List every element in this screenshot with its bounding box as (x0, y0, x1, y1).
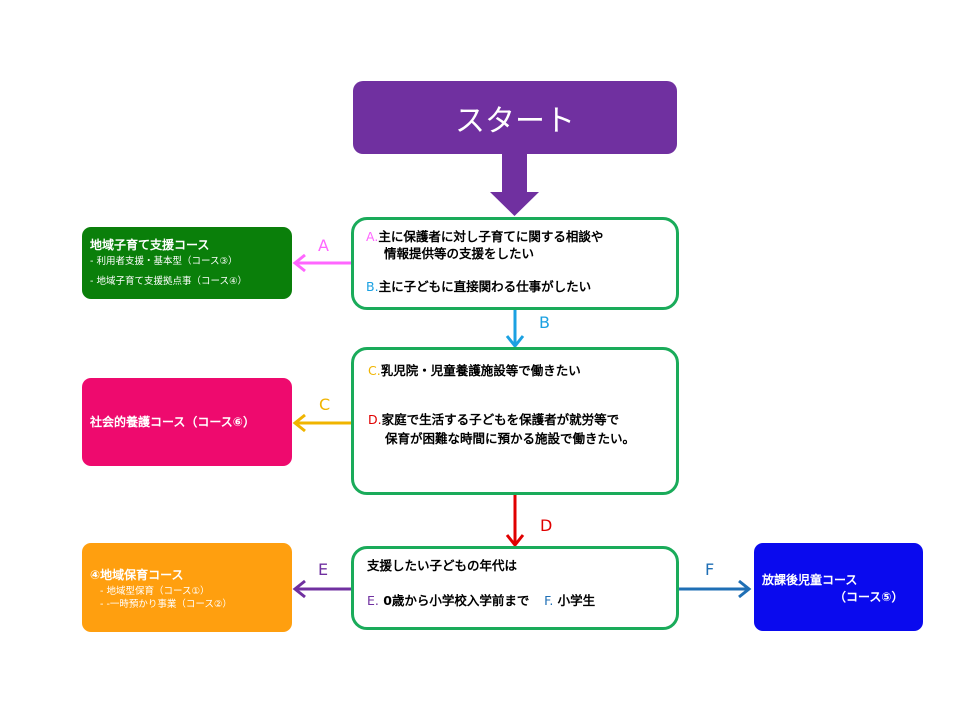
arrow-a (292, 253, 351, 273)
result-community-daycare-sub1: - 地域型保育（コース①） (100, 586, 210, 597)
option-b-key: B. (366, 279, 379, 294)
option-d-text-1: 家庭で生活する子どもを保護者が就労等で (381, 412, 620, 427)
option-a: A.主に保護者に対し子育てに関する相談や (366, 228, 603, 245)
arrow-c (292, 413, 351, 433)
start-box: スタート (353, 81, 677, 154)
arrow-label-c: C (319, 395, 331, 414)
arrow-label-d: D (540, 516, 553, 535)
arrow-b (505, 309, 525, 349)
result-community-childcare-title: 地域子育て支援コース (90, 238, 210, 252)
question-box-1: A.主に保護者に対し子育てに関する相談や 情報提供等の支援をしたい B.主に子ど… (351, 217, 679, 310)
option-a-text-1: 主に保護者に対し子育てに関する相談や (378, 229, 604, 244)
result-after-school-title: 放課後児童コース (762, 573, 858, 587)
result-community-daycare-sub2: - -一時預かり事業（コース②） (100, 599, 232, 610)
arrow-label-e: E (318, 560, 329, 579)
arrow-d (505, 495, 525, 548)
result-community-childcare-sub1: - 利用者支援・基本型（コース③） (90, 256, 238, 267)
result-community-daycare: ④地域保育コース - 地域型保育（コース①） - -一時預かり事業（コース②） (82, 543, 292, 632)
option-b-text: 主に子どもに直接関わる仕事がしたい (378, 279, 592, 294)
result-after-school-sub: （コース⑤） (834, 590, 904, 604)
option-b: B.主に子どもに直接関わる仕事がしたい (366, 278, 591, 295)
start-label: スタート (455, 103, 575, 139)
option-a-text-2: 情報提供等の支援をしたい (384, 246, 535, 261)
arrow-label-a: A (318, 236, 329, 255)
option-d-key: D. (368, 412, 382, 427)
option-f-key: F. (544, 593, 554, 608)
option-d-text-2: 保育が困難な時間に預かる施設で働きたい。 (385, 431, 636, 446)
result-community-childcare: 地域子育て支援コース - 利用者支援・基本型（コース③） - 地域子育て支援拠点… (82, 227, 292, 299)
result-community-daycare-title: ④地域保育コース (90, 568, 184, 582)
option-c-key: C. (368, 363, 381, 378)
option-e-key: E. (367, 593, 379, 608)
arrow-f (679, 579, 752, 599)
option-d: D.家庭で生活する子どもを保護者が就労等で (368, 411, 619, 428)
question-3-title: 支援したい子どもの年代は (367, 558, 518, 573)
result-social-care-title: 社会的養護コース（コース⑥） (90, 415, 255, 429)
result-social-care: 社会的養護コース（コース⑥） (82, 378, 292, 466)
question-box-3: 支援したい子どもの年代は E. 0歳から小学校入学前まで F. 小学生 (351, 546, 679, 630)
option-f-text: 小学生 (557, 593, 596, 608)
question-box-2: C.乳児院・児童養護施設等で働きたい D.家庭で生活する子どもを保護者が就労等で… (351, 347, 679, 495)
start-down-arrow (490, 154, 539, 216)
result-community-childcare-sub2: - 地域子育て支援拠点事（コース④） (90, 276, 247, 287)
option-e-f: E. 0歳から小学校入学前まで F. 小学生 (367, 592, 595, 609)
option-c: C.乳児院・児童養護施設等で働きたい (368, 362, 581, 379)
arrow-e (292, 579, 351, 599)
option-a-key: A. (366, 229, 379, 244)
arrow-label-b: B (539, 313, 550, 332)
option-e-text: 0歳から小学校入学前まで (383, 593, 530, 608)
option-c-text: 乳児院・児童養護施設等で働きたい (380, 363, 581, 378)
arrow-label-f: F (705, 560, 715, 579)
result-after-school: 放課後児童コース （コース⑤） (754, 543, 923, 631)
